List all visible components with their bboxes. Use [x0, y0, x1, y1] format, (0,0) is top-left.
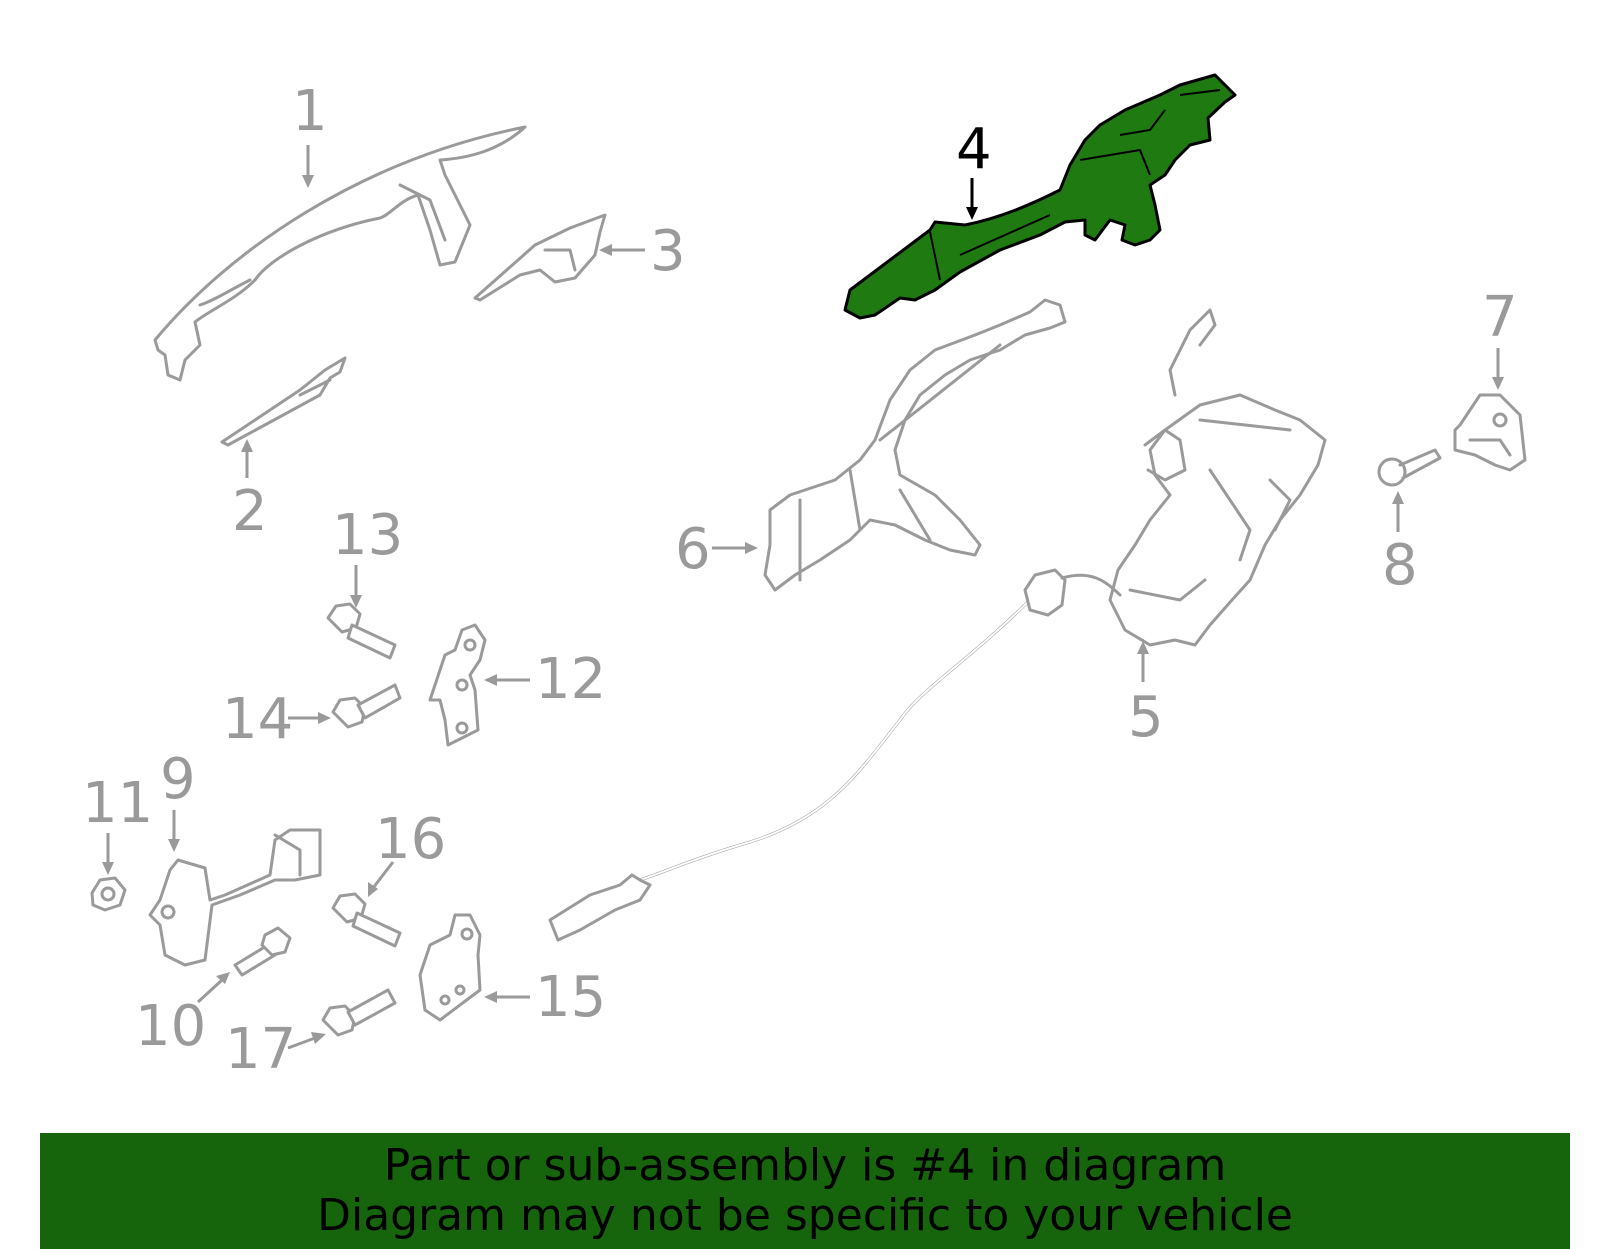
notice-banner: Part or sub-assembly is #4 in diagram Di…: [40, 1133, 1570, 1249]
callout-5: 5: [1128, 685, 1164, 750]
callout-10: 10: [135, 994, 206, 1059]
part-17-bolt[interactable]: [321, 988, 397, 1037]
part-2-handle-pad[interactable]: [220, 356, 347, 447]
part-9-door-check[interactable]: [148, 828, 322, 967]
part-6-carrier-bracket[interactable]: [763, 298, 1067, 592]
part-7-striker[interactable]: [1453, 393, 1527, 472]
callout-14: 14: [222, 687, 293, 752]
part-16-bolt[interactable]: [331, 892, 402, 948]
callout-17: 17: [225, 1017, 296, 1082]
callout-15: 15: [535, 965, 606, 1030]
part-10-bolt[interactable]: [233, 926, 292, 977]
part-13-bolt[interactable]: [326, 602, 397, 660]
part-8-screw[interactable]: [1377, 448, 1442, 487]
callout-9: 9: [160, 747, 196, 812]
callout-11: 11: [82, 771, 153, 836]
callout-8: 8: [1382, 533, 1418, 598]
part-4-handle-carrier-highlighted[interactable]: [843, 73, 1237, 320]
callout-1: 1: [292, 79, 328, 144]
banner-line-1: Part or sub-assembly is #4 in diagram: [383, 1140, 1227, 1191]
part-11-nut[interactable]: [90, 876, 127, 912]
callout-labels: 1 2 3 4 5 6 7 8 9 10 11 12 13 14 15 16 1…: [82, 79, 1518, 1082]
part-1-outer-handle[interactable]: [153, 125, 527, 382]
part-14-bolt[interactable]: [331, 683, 402, 729]
callout-13: 13: [332, 503, 403, 568]
callout-16: 16: [375, 807, 446, 872]
callout-7: 7: [1482, 285, 1518, 350]
callout-2: 2: [232, 479, 268, 544]
part-5-door-latch[interactable]: [1108, 308, 1327, 647]
part-12-hinge[interactable]: [428, 623, 487, 747]
callout-3: 3: [650, 219, 686, 284]
callout-4: 4: [956, 117, 992, 182]
banner-line-2: Diagram may not be specific to your vehi…: [317, 1190, 1293, 1241]
callout-12: 12: [535, 647, 606, 712]
latch-cable: [548, 568, 1122, 942]
part-3-rear-pad[interactable]: [473, 213, 607, 302]
part-15-hinge[interactable]: [418, 913, 482, 1022]
callout-arrows: [102, 145, 1504, 1050]
callout-6: 6: [675, 517, 711, 582]
